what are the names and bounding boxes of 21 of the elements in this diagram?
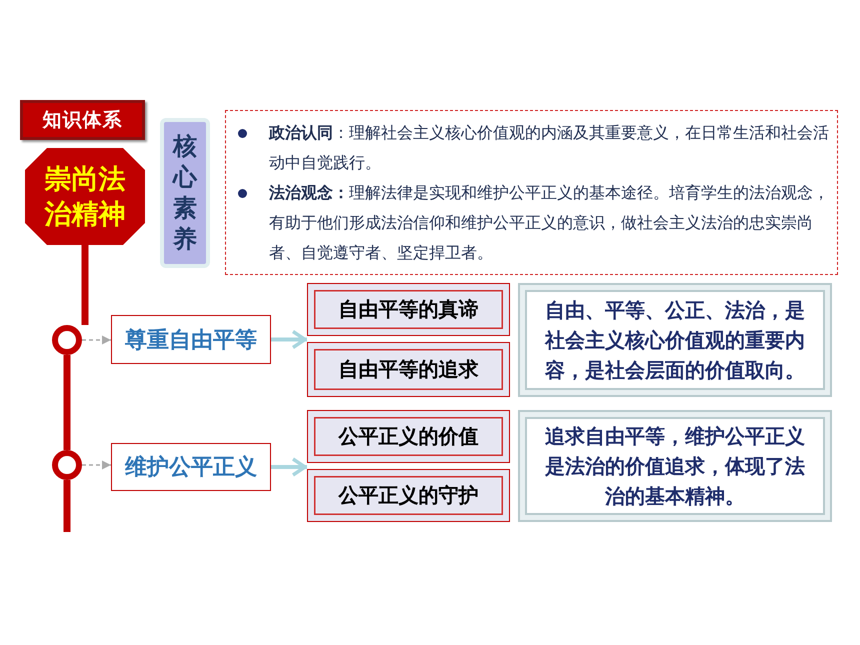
arrow [82,460,111,470]
arrow [271,330,307,350]
sub-box: 公平正义的价值 [307,410,510,463]
note-box: 追求自由平等，维护公平正义是法治的价值追求，体现了法治的基本精神。 [518,410,832,522]
sub-box: 公平正义的守护 [307,469,510,522]
bullet-text: 法治观念：理解法律是实现和维护公平正义的基本途径。培育学生的法治观念，有助于他们形成法治信仰和维护公平正义的意识，做社会主义法治的忠实崇尚者、自觉遵守者、坚定捍卫者。 [269,182,829,264]
sub-box: 自由平等的追求 [307,342,510,397]
bullet-text: 政治认同：理解社会主义核心价值观的内涵及其重要意义，在日常生活和社会活动中自觉践行。 [269,122,829,174]
pole-line [64,355,70,450]
arrow [82,336,111,344]
circle-marker [52,450,82,480]
octagon-sign: 崇尚法治精神 [25,148,145,245]
note-box: 自由、平等、公正、法治，是社会主义核心价值观的重要内容，是社会层面的价值取向。 [518,283,832,397]
topic-box: 维护公平正义 [111,443,271,491]
sub-box: 自由平等的真谛 [307,283,510,336]
label-panel: 核心素养 [160,118,210,268]
arrow [271,457,307,477]
circle-marker [52,325,82,355]
topic-box: 尊重自由平等 [111,315,271,364]
pole-line [82,245,88,325]
title-tag: 知识体系 [20,100,145,140]
